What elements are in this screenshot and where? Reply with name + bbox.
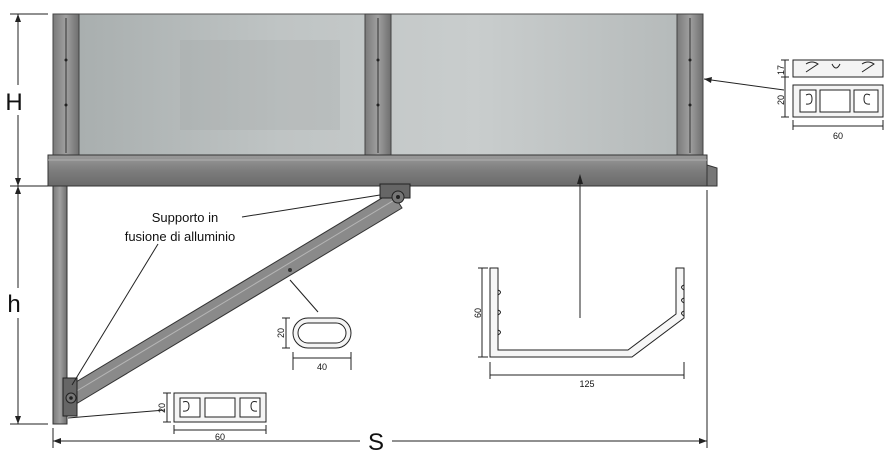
top-profile-height-b: 20 [776, 95, 786, 105]
gutter-profile-width: 125 [579, 379, 594, 389]
gutter-profile-section [478, 267, 685, 379]
strut-section-height: 20 [276, 328, 286, 338]
bottom-profile-section [163, 392, 267, 434]
top-profile-width: 60 [833, 131, 843, 141]
dimension-label-S: S [368, 429, 384, 453]
leader-gutter-profile [577, 174, 583, 318]
strut-section-width: 40 [317, 362, 327, 372]
glass-post-left [52, 13, 80, 158]
leader-bottom-profile [67, 409, 166, 419]
gutter-beam [47, 154, 718, 187]
top-profile-height-a: 17 [776, 65, 786, 75]
cast-bracket-bottom [62, 377, 78, 417]
glass-post-middle [364, 13, 392, 158]
dimension-height-left [2, 13, 48, 425]
callout-line-1: Supporto in [152, 210, 219, 225]
dimension-label-h: h [7, 291, 20, 318]
gutter-profile-height: 60 [473, 308, 483, 318]
leader-top-profile [703, 77, 785, 91]
strut-oval-section [282, 317, 352, 370]
glass-post-right [676, 13, 704, 158]
leader-strut-section [289, 279, 319, 313]
dimension-span-bottom [52, 190, 708, 452]
wall-post [52, 185, 68, 425]
callout-leaders [71, 194, 381, 386]
bottom-profile-height: 20 [157, 403, 167, 413]
diagonal-strut [65, 191, 403, 405]
top-profile-section [781, 59, 884, 130]
callout-line-2: fusione di alluminio [125, 229, 236, 244]
dimension-label-H: H [5, 89, 22, 116]
cast-bracket-top [379, 183, 411, 204]
bottom-profile-width: 60 [215, 432, 225, 442]
